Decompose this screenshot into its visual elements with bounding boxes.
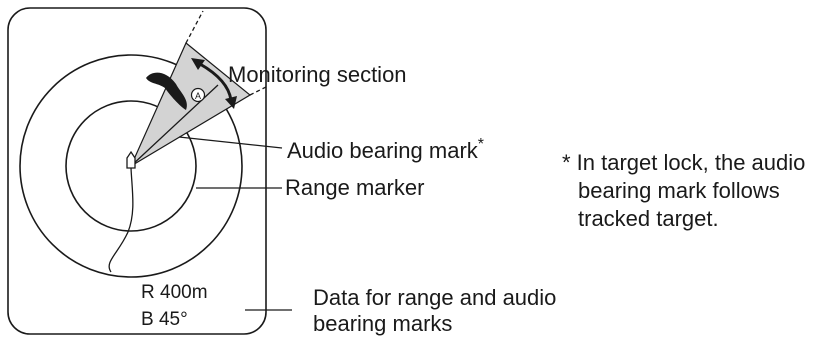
note-line-2: bearing mark follows: [578, 178, 780, 203]
monitoring-arc-arrow: [199, 62, 233, 101]
target-symbol-letter: A: [195, 91, 201, 101]
audio-bearing-mark-label: Audio bearing mark*: [287, 137, 484, 162]
target-lock-note: * In target lock, the audio bearing mark…: [562, 149, 805, 233]
monitoring-sector: [129, 42, 252, 168]
range-marker-ring: [65, 100, 197, 232]
sector-edge-left-dashed: [185, 10, 204, 44]
range-marker-label: Range marker: [285, 175, 425, 200]
echo-blob: [146, 72, 187, 110]
own-ship-mark: [126, 150, 136, 169]
audio-bearing-mark-label-text: Audio bearing mark: [287, 138, 478, 163]
leader-audio-bearing: [178, 136, 283, 149]
target-symbol: [190, 87, 206, 103]
sector-edge-right-dashed: [249, 85, 269, 96]
data-label-line-1: Data for range and audio: [313, 285, 557, 310]
ship-track: [108, 167, 134, 273]
data-label-line-2: bearing marks: [313, 311, 453, 336]
outer-range-ring: [19, 54, 243, 278]
display-frame: [7, 7, 267, 335]
monitoring-section-label: Monitoring section: [228, 62, 407, 87]
note-line-3: tracked target.: [578, 206, 719, 231]
arrowhead-end: [225, 96, 237, 109]
bearing-readout: B 45°: [141, 309, 188, 330]
range-readout: R 400m: [141, 282, 208, 303]
audio-bearing-asterisk: *: [477, 136, 485, 153]
note-line-1: * In target lock, the audio: [562, 150, 806, 175]
arrowhead-start: [191, 58, 205, 70]
